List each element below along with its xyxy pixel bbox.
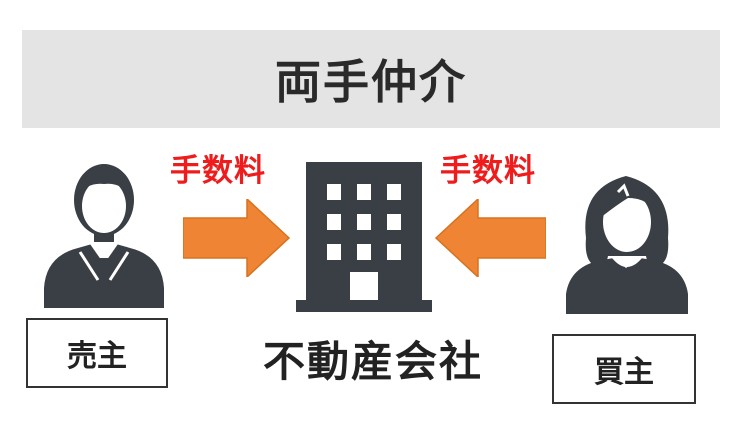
buyer-label: 買主 xyxy=(594,355,654,390)
woman-icon xyxy=(566,176,688,314)
seller-label-box: 売主 xyxy=(26,318,168,388)
company-label: 不動産会社 xyxy=(262,337,483,386)
title-banner: 両手仲介 xyxy=(22,30,720,128)
seller-label: 売主 xyxy=(67,339,127,374)
fee-label-left: 手数料 xyxy=(170,153,266,189)
arrow-right-icon xyxy=(183,199,291,277)
arrow-left-icon xyxy=(434,199,546,277)
fee-label-right: 手数料 xyxy=(440,153,536,189)
businessman-icon xyxy=(44,164,164,308)
page-title: 両手仲介 xyxy=(275,55,467,109)
building-icon xyxy=(296,162,432,312)
buyer-label-box: 買主 xyxy=(552,334,696,404)
